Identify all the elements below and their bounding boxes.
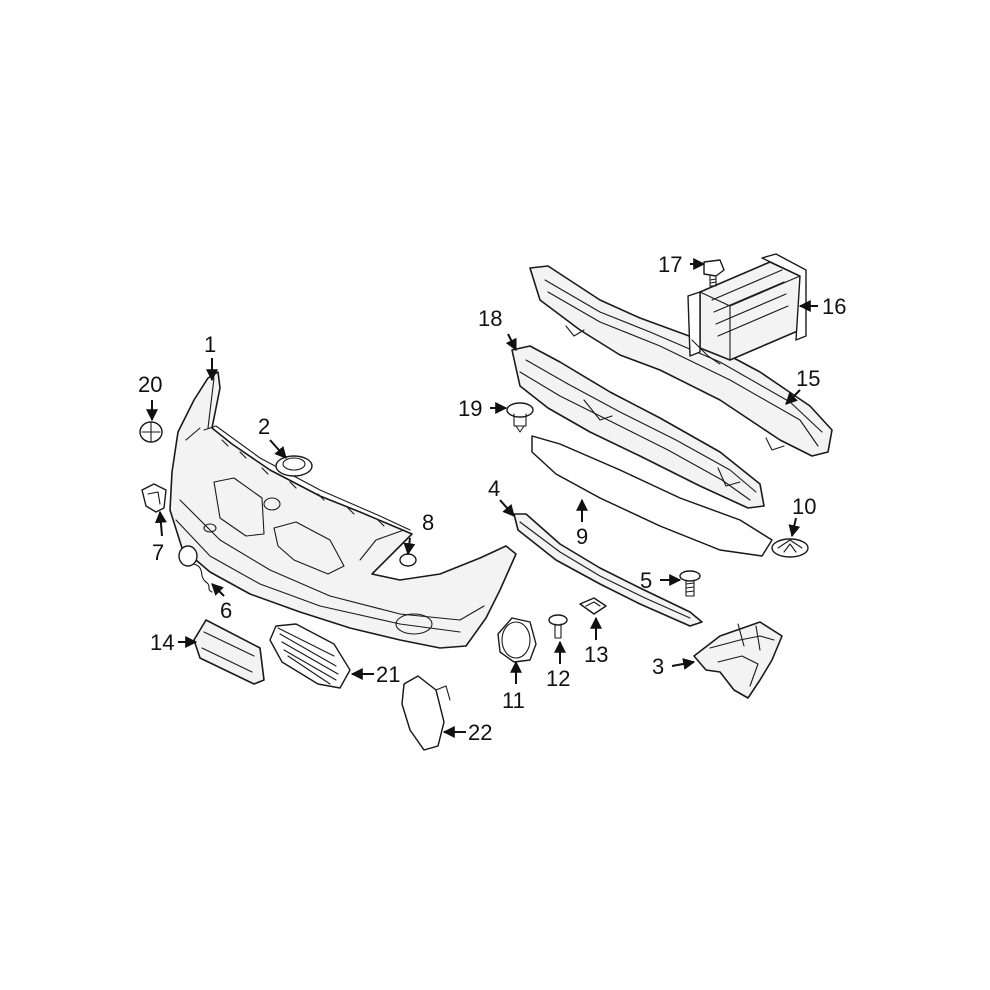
leader-8 <box>403 537 416 556</box>
callout-10: 10 <box>792 494 816 519</box>
callout-11: 11 <box>502 688 525 713</box>
clip-part-19 <box>506 402 534 433</box>
cap-part-2 <box>275 455 313 477</box>
leader-6 <box>211 583 225 597</box>
callout-8: 8 <box>422 510 434 535</box>
callout-4: 4 <box>488 476 500 501</box>
emblem-part-20 <box>139 421 163 443</box>
grommet-part-10 <box>771 538 809 558</box>
tow-cover-part-6 <box>178 545 213 593</box>
bumper-strip-part <box>513 513 703 627</box>
callout-6: 6 <box>220 598 232 623</box>
leader-7 <box>154 510 167 537</box>
leader-18 <box>505 333 517 352</box>
callout-7: 7 <box>152 540 164 565</box>
callout-20: 20 <box>138 372 162 397</box>
callout-16: 16 <box>822 294 846 319</box>
impact-bar-part <box>529 265 833 457</box>
energy-absorber-part <box>687 253 807 365</box>
clip-bracket-part-7 <box>141 483 167 513</box>
callout-19: 19 <box>458 396 482 421</box>
push-pin-part-12 <box>548 614 568 639</box>
license-bracket-part <box>193 619 265 685</box>
bolt-part-17 <box>703 259 725 287</box>
callout-21: 21 <box>376 662 400 687</box>
callout-3: 3 <box>652 654 664 679</box>
kidney-grille-part <box>269 623 351 689</box>
callout-15: 15 <box>796 366 820 391</box>
leader-10 <box>788 517 801 538</box>
housing-part-11 <box>497 617 537 663</box>
callout-22: 22 <box>468 720 492 745</box>
callout-9: 9 <box>576 524 588 549</box>
callout-14: 14 <box>150 630 174 655</box>
fog-grille-part <box>401 675 451 751</box>
leader-lines <box>146 258 818 738</box>
mounting-bracket-part <box>693 621 783 699</box>
foam-absorber-part <box>511 345 765 509</box>
screw-part-5 <box>679 570 701 597</box>
leader-2 <box>269 439 287 459</box>
callout-1: 1 <box>204 332 216 357</box>
callout-13: 13 <box>584 642 608 667</box>
callout-2: 2 <box>258 414 270 439</box>
leader-3 <box>671 658 696 670</box>
clip-nut-part-13 <box>579 597 607 615</box>
mesh-grille-part <box>531 435 773 557</box>
callout-5: 5 <box>640 568 652 593</box>
callout-17: 17 <box>658 252 682 277</box>
plug-part-8 <box>399 553 417 567</box>
callout-12: 12 <box>546 666 570 691</box>
leader-4 <box>499 499 515 517</box>
leader-15 <box>785 389 801 405</box>
callout-18: 18 <box>478 306 502 331</box>
callout-labels: 1 2 3 4 5 6 7 8 9 10 11 12 13 14 15 16 1… <box>138 252 846 745</box>
